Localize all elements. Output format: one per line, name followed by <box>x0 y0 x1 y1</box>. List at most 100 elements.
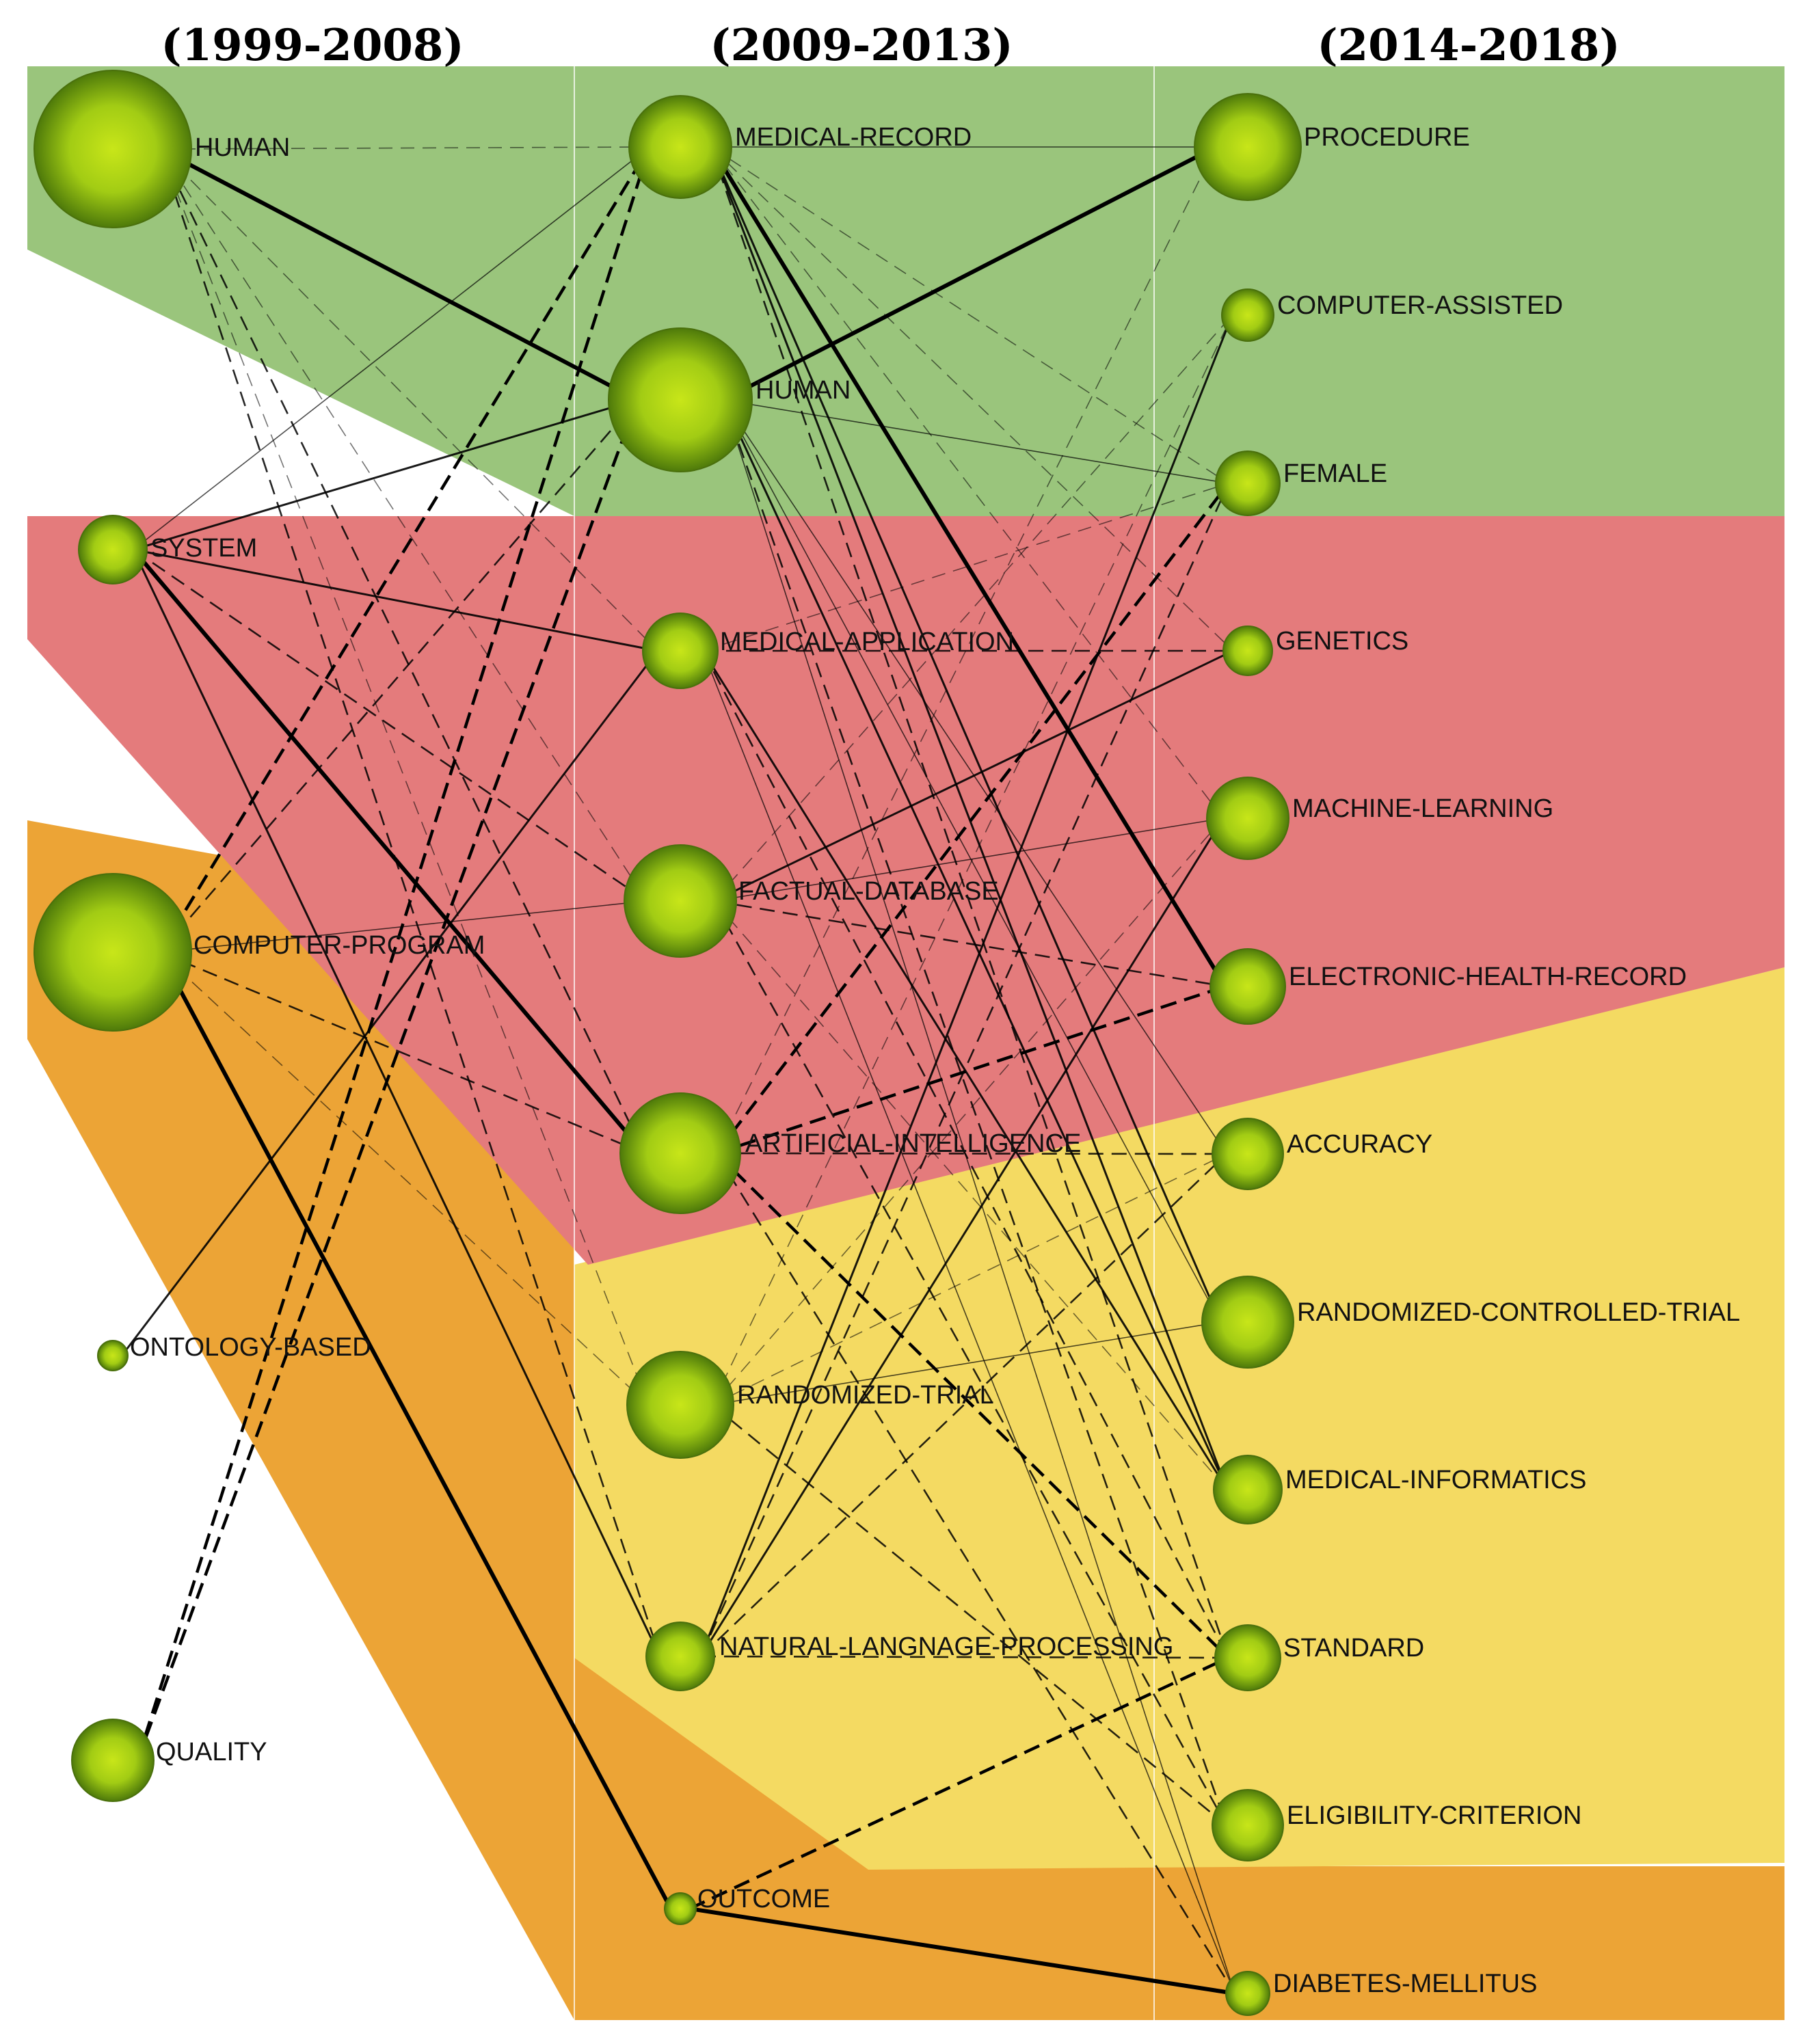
node-label-p3-accuracy: ACCURACY <box>1287 1130 1432 1159</box>
edge-p2_nlp-to-p3_ml <box>699 818 1225 1657</box>
edge-p2_human-to-p3_procedure <box>722 145 1217 402</box>
edge-p1_compprog-to-p2_outcome <box>158 951 673 1910</box>
edge-p1_system-to-p2_human <box>133 399 638 551</box>
node-p1-system[interactable] <box>78 515 148 584</box>
edge-p2_ai-to-p3_ehr <box>716 984 1226 1155</box>
node-p2-medrec[interactable] <box>628 95 732 199</box>
edge-p1_compprog-to-p2_human <box>159 399 638 953</box>
node-p2-human[interactable] <box>608 327 753 472</box>
edge-p2_medrec-to-p3_standard <box>710 146 1229 1658</box>
node-p3-ml[interactable] <box>1206 777 1289 860</box>
node-label-p1-system: SYSTEM <box>150 534 257 563</box>
edge-p2_medrec-to-p3_medinf <box>710 146 1229 1490</box>
edge-p2_ai-to-p3_female <box>715 482 1230 1155</box>
cluster-area-red <box>27 516 1784 1265</box>
node-label-p3-ml: MACHINE-LEARNING <box>1292 794 1553 823</box>
edge-p1_human-to-p2_factual <box>159 148 647 902</box>
node-p2-ai[interactable] <box>619 1092 741 1214</box>
edge-p1_human-to-p2_medrec <box>159 146 650 150</box>
period-headers: (1999-2008) (2009-2013) (2014-2018) <box>161 20 1620 71</box>
node-label-p3-medinf: MEDICAL-INFORMATICS <box>1285 1466 1587 1494</box>
cluster-area-green <box>27 66 1784 516</box>
edge-p2_nlp-to-p3_compassist <box>699 314 1233 1657</box>
edge-p2_randtrial-to-p3_accuracy <box>712 1153 1227 1406</box>
edge-p2_medrec-to-p3_genetics <box>710 146 1233 651</box>
node-p3-standard[interactable] <box>1214 1624 1281 1691</box>
node-label-p3-standard: STANDARD <box>1283 1634 1424 1663</box>
node-p3-eligibility[interactable] <box>1212 1789 1284 1861</box>
edge-p2_factual-to-p3_eligibility <box>713 900 1227 1826</box>
node-label-p1-quality: QUALITY <box>156 1738 267 1766</box>
node-p2-outcome[interactable] <box>664 1892 697 1925</box>
edge-p2_factual-to-p3_genetics <box>713 649 1234 902</box>
node-p3-diabetes[interactable] <box>1225 1971 1270 2016</box>
edge-p1_human-to-p2_medapp <box>159 148 658 651</box>
edge-p1_system-to-p2_factual <box>133 548 647 902</box>
node-p3-female[interactable] <box>1215 451 1281 516</box>
edge-p1_quality-to-p2_medrec <box>135 146 652 1761</box>
node-p3-genetics[interactable] <box>1222 626 1273 676</box>
edge-p2_factual-to-p3_ml <box>714 818 1224 902</box>
edge-p2_randtrial-to-p3_rct <box>712 1321 1220 1406</box>
period-header-3: (2014-2018) <box>1317 20 1620 71</box>
node-label-p3-compassist: COMPUTER-ASSISTED <box>1277 291 1563 320</box>
edge-p2_factual-to-p3_ehr <box>713 900 1226 988</box>
edge-p1_system-to-p2_nlp <box>132 549 661 1657</box>
period-separators <box>574 10 1155 2020</box>
edge-p1_quality-to-p2_human <box>135 399 639 1761</box>
edge-p1_system-to-p2_medrec <box>133 146 650 550</box>
node-label-p3-diabetes: DIABETES-MELLITUS <box>1273 1969 1537 1998</box>
edge-p2_medrec-to-p3_female <box>710 146 1229 484</box>
node-p3-procedure[interactable] <box>1194 93 1302 201</box>
node-label-p2-human: HUMAN <box>756 376 851 405</box>
edge-p2_human-to-p3_eligibility <box>722 399 1228 1826</box>
node-p3-medinf[interactable] <box>1213 1455 1283 1524</box>
edge-p2_human-to-p3_female <box>723 399 1229 484</box>
node-label-p2-medapp: MEDICAL-APPLICATION <box>720 628 1014 656</box>
node-label-p1-ontology: ONTOLOGY-BASED <box>130 1333 371 1362</box>
node-p2-factual[interactable] <box>624 844 737 958</box>
node-p3-rct[interactable] <box>1201 1276 1294 1369</box>
node-p3-ehr[interactable] <box>1209 948 1286 1025</box>
node-p1-quality[interactable] <box>71 1719 155 1802</box>
edge-p2_human-to-p3_diabetes <box>723 399 1235 1994</box>
edge-p2_randtrial-to-p3_eligibility <box>711 1403 1227 1827</box>
node-label-p1-compprog: COMPUTER-PROGRAM <box>193 931 485 960</box>
edge-p2_ai-to-p3_standard <box>715 1152 1229 1659</box>
node-p1-human[interactable] <box>34 70 192 228</box>
node-label-p1-human: HUMAN <box>195 133 290 162</box>
node-p3-compassist[interactable] <box>1221 288 1274 342</box>
node-label-p3-eligibility: ELIGIBILITY-CRITERION <box>1287 1801 1581 1830</box>
node-p3-accuracy[interactable] <box>1212 1118 1284 1190</box>
edge-p1_ontology-to-p2_medapp <box>121 650 659 1356</box>
node-p2-randtrial[interactable] <box>626 1351 734 1459</box>
node-label-p2-outcome: OUTCOME <box>697 1885 830 1913</box>
edge-p2_human-to-p3_accuracy <box>723 399 1227 1155</box>
edge-p2_medapp-to-p3_diabetes <box>702 650 1235 1994</box>
node-p2-medapp[interactable] <box>642 613 719 689</box>
edge-p1_system-to-p2_ai <box>131 548 646 1155</box>
node-label-p3-female: FEMALE <box>1283 459 1387 488</box>
edge-p2_outcome-to-p3_standard <box>688 1656 1229 1911</box>
node-p2-nlp[interactable] <box>645 1622 715 1691</box>
edge-p2_ai-to-p3_diabetes <box>715 1153 1235 1994</box>
labels-layer: HUMAN SYSTEM COMPUTER-PROGRAM ONTOLOGY-BASE… <box>130 123 1740 1998</box>
edge-p1_compprog-to-p2_randtrial <box>159 952 649 1406</box>
node-label-p2-randtrial: RANDOMIZED-TRIAL <box>737 1381 994 1410</box>
edge-p2_nlp-to-p3_standard <box>700 1655 1229 1659</box>
cluster-areas <box>27 66 1784 2020</box>
node-label-p3-genetics: GENETICS <box>1276 627 1408 656</box>
edge-p1_human-to-p2_randtrial <box>159 148 649 1406</box>
edge-p1_system-to-p2_medapp <box>133 548 658 652</box>
edge-p2_outcome-to-p3_diabetes <box>689 1907 1235 1995</box>
edge-p2_medrec-to-p3_rct <box>710 146 1222 1323</box>
edge-p2_medapp-to-p3_female <box>702 483 1229 651</box>
node-p1-compprog[interactable] <box>34 873 192 1032</box>
node-label-p3-procedure: PROCEDURE <box>1304 123 1470 152</box>
edge-p2_randtrial-to-p3_compassist <box>712 314 1233 1406</box>
edge-p2_nlp-to-p3_accuracy <box>700 1153 1227 1657</box>
node-p1-ontology[interactable] <box>97 1340 129 1371</box>
edge-p2_medrec-to-p3_ehr <box>709 146 1227 988</box>
